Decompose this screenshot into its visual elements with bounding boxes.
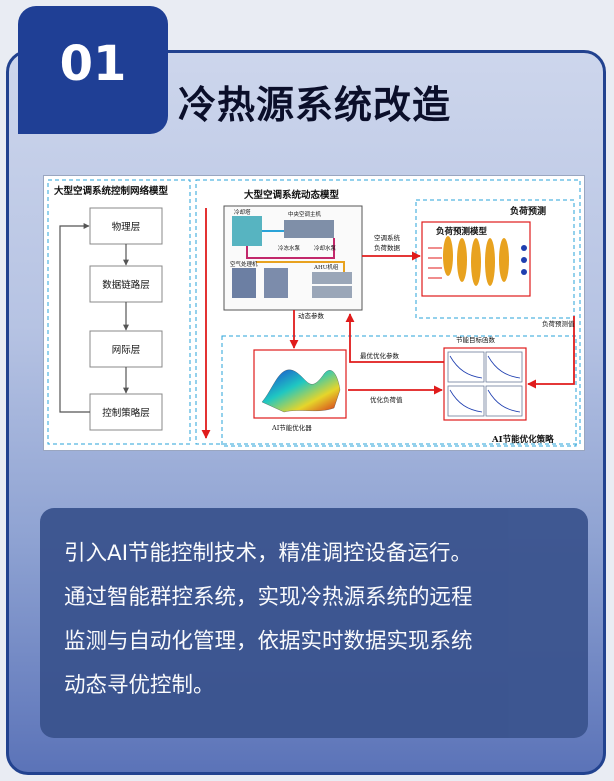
diagram-svg: 大型空调系统控制网络模型 物理层 数据链路层 网际层 控制策略层 大型空调系统动… bbox=[47, 179, 581, 447]
objective-label: 节能目标函数 bbox=[456, 335, 496, 344]
load-prediction-title: 负荷预测 bbox=[510, 205, 546, 217]
number-badge: 01 bbox=[18, 6, 168, 134]
page-title: 冷热源系统改造 bbox=[178, 83, 452, 127]
description-box: 引入AI节能控制技术，精准调控设备运行。 通过智能群控系统，实现冷热源系统的远程… bbox=[40, 508, 588, 738]
optimization-title: AI节能优化策略 bbox=[491, 434, 554, 445]
layer-arrows bbox=[59, 223, 129, 413]
output-label: 负荷预测值 bbox=[542, 319, 575, 328]
description-line-1: 引入AI节能控制技术，精准调控设备运行。 bbox=[64, 541, 473, 566]
optimization-panel bbox=[221, 335, 577, 447]
neural-network bbox=[428, 236, 527, 286]
layer-control: 控制策略层 bbox=[102, 407, 150, 419]
description-text: 引入AI节能控制技术，精准调控设备运行。 通过智能群控系统，实现冷热源系统的远程… bbox=[64, 532, 564, 708]
label-ahu: 空气处理机 bbox=[230, 260, 258, 268]
label-cw-pump: 冷却水泵 bbox=[314, 244, 337, 252]
surface-label: AI节能优化器 bbox=[271, 423, 312, 432]
layer-network: 网际层 bbox=[112, 345, 141, 356]
badge-number: 01 bbox=[59, 36, 127, 92]
label-chiller: 中央空调主机 bbox=[288, 210, 322, 218]
label-cooling-tower: 冷却塔 bbox=[234, 208, 251, 216]
objective-curves bbox=[447, 351, 523, 417]
layer-boxes: 物理层 数据链路层 网际层 控制策略层 bbox=[89, 207, 163, 431]
arrow-label-optimal-params: 最优优化参数 bbox=[360, 351, 400, 360]
description-line-3: 监测与自动化管理，依据实时数据实现系统 bbox=[64, 629, 473, 654]
network-model-panel bbox=[47, 179, 191, 445]
network-model-title: 大型空调系统控制网络模型 bbox=[54, 185, 169, 197]
flow-label: 动态参数 bbox=[298, 311, 325, 320]
prediction-model-title: 负荷预测模型 bbox=[436, 226, 488, 237]
system-diagram: 大型空调系统控制网络模型 物理层 数据链路层 网际层 控制策略层 大型空调系统动… bbox=[43, 175, 585, 451]
label-ahu-unit: AHU机组 bbox=[313, 263, 339, 271]
description-line-4: 动态寻优控制。 bbox=[64, 673, 215, 698]
layer-physical: 物理层 bbox=[112, 221, 141, 233]
dynamic-model-title: 大型空调系统动态模型 bbox=[244, 189, 340, 201]
arrow-label-optimal-load: 优化负荷值 bbox=[370, 395, 403, 404]
objective-plots-box bbox=[443, 347, 527, 421]
label-chw-pump: 冷冻水泵 bbox=[278, 244, 301, 252]
input-label-1: 空调系统 bbox=[374, 233, 401, 242]
surface-plot-shape bbox=[261, 369, 341, 413]
flow-arrows bbox=[201, 208, 575, 439]
description-line-2: 通过智能群控系统，实现冷热源系统的远程 bbox=[64, 585, 473, 610]
main-region bbox=[195, 179, 581, 445]
input-label-2: 负荷数据 bbox=[374, 243, 401, 252]
layer-datalink: 数据链路层 bbox=[102, 279, 150, 291]
hvac-equipment bbox=[232, 216, 352, 298]
